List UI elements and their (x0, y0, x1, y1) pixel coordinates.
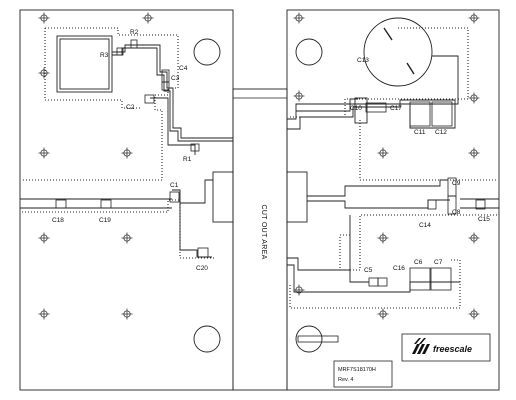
label-c8: C8 (452, 209, 461, 216)
revision: Rev. 4 (338, 377, 354, 383)
dotted-ground-regions (22, 27, 497, 309)
label-c11: C11 (414, 129, 426, 136)
copper-traces (20, 35, 499, 293)
label-c18: C18 (52, 217, 64, 224)
label-c14: C14 (419, 222, 431, 229)
component-labels: R2 R3 C4 C3 C2 R1 C1 C18 C19 C20 C13 C10… (52, 29, 490, 274)
freescale-logo: freescale (401, 333, 491, 362)
label-c20: C20 (196, 265, 208, 272)
label-c7: C7 (434, 259, 443, 266)
component-footprints (55, 39, 486, 343)
label-c5: C5 (364, 267, 373, 274)
label-c13: C13 (357, 57, 369, 64)
cutout-area-label: CUT OUT AREA (260, 204, 267, 259)
label-c19: C19 (99, 217, 111, 224)
label-r1: R1 (183, 156, 192, 163)
large-mounting-holes (193, 38, 323, 353)
title-block: MRF7S18170H Rev. 4 (333, 360, 393, 388)
label-c16: C16 (393, 265, 405, 272)
capacitor-c13-icon (363, 17, 433, 87)
cutout-area: CUT OUT AREA (232, 88, 288, 391)
label-r3: R3 (100, 52, 109, 59)
board-outline-left (19, 9, 234, 391)
brand-name: freescale (433, 344, 472, 354)
label-c1: C1 (170, 182, 179, 189)
label-c17: C17 (390, 105, 402, 112)
freescale-chevron-logo-icon (412, 338, 430, 354)
label-c12: C12 (435, 129, 447, 136)
label-c4: C4 (179, 65, 188, 72)
label-c6: C6 (414, 259, 423, 266)
label-c2: C2 (126, 104, 135, 111)
board-outline-right (286, 9, 500, 391)
part-number: MRF7S18170H (338, 367, 376, 373)
label-r2: R2 (130, 29, 139, 36)
label-c9: C9 (452, 180, 461, 187)
label-c3: C3 (171, 75, 180, 82)
label-c10: C10 (350, 105, 362, 112)
label-c15: C15 (478, 216, 490, 223)
